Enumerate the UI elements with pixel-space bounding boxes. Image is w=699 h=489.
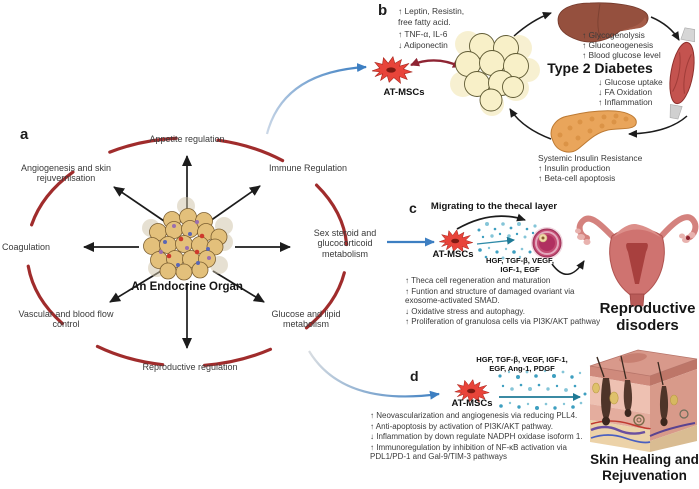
effect-line: ↑ Inflammation: [598, 96, 653, 107]
effect-item: ↑ Anti-apoptosis by activation of PI3K/A…: [370, 421, 553, 431]
b-muscle-effects: ↓ Glucose uptake ↓ FA Oxidation ↑ Inflam…: [598, 77, 663, 107]
factor-line: ↓ Adiponectin: [398, 40, 448, 51]
panel-c-label: c: [409, 200, 417, 216]
c-growth-factors: HGF, TGF-β, VEGF, IGF-1, EGF: [472, 256, 568, 275]
effect-line: ↑ Blood glucose level: [582, 49, 661, 60]
spoke-immune-regulation: Immune Regulation: [268, 163, 348, 173]
type-2-diabetes-title: Type 2 Diabetes: [547, 60, 653, 76]
effect-item: ↑ Neovascularization and angiogenesis vi…: [370, 411, 578, 420]
title-line: Skin Healing and: [590, 452, 699, 467]
title-line: Rejuvenation: [602, 467, 687, 483]
oocyte-icon: [531, 227, 563, 259]
d-growth-factors: HGF, TGF-β, VEGF, IGF-1, EGF, Ang-1, PDG…: [464, 355, 580, 374]
effect-item: ↓ Oxidative stress and autophagy.: [405, 306, 525, 316]
adipocyte-cluster-icon: [450, 31, 540, 116]
pancreas-icon: [550, 110, 637, 153]
effect-item: ↑ Immunoregulation by inhibition of NF-κ…: [370, 442, 567, 462]
factor-line: EGF, Ang-1, PDGF: [489, 364, 555, 374]
b-liver-effects: ↑ Glycogenolysis ↑ Gluconeogenesis ↑ Blo…: [582, 30, 661, 60]
spoke-sex-steroid-metabolism: Sex steroid and glucocorticoid metabolis…: [313, 228, 377, 259]
secretome-dots-d: [498, 369, 587, 410]
c-atmsc-label: AT-MSCs: [432, 249, 474, 260]
migrating-thecal-label: Migrating to the thecal layer: [430, 201, 558, 212]
effect-line: Systemic Insulin Resistance: [538, 153, 643, 163]
radiating-arrows: [83, 155, 291, 349]
d-atmsc-label: AT-MSCs: [451, 398, 493, 409]
endocrine-organ-title: An Endocrine Organ: [131, 281, 243, 293]
title-line: disoders: [616, 316, 679, 334]
effect-item: ↑ Proliferation of granulosa cells via P…: [405, 317, 601, 327]
effect-line: ↓ Glucose uptake: [598, 77, 663, 87]
secretome-dots-c: [476, 222, 543, 260]
effect-line: ↑ Insulin production: [538, 162, 611, 173]
spoke-appetite-regulation: Appetite regulation: [149, 134, 225, 144]
factor-line: HGF, TGF-β, VEGF, IGF-1,: [476, 355, 568, 364]
muscle-icon: [669, 27, 696, 120]
arrow-a-to-b: [265, 63, 367, 135]
effect-line: ↑ Glycogenolysis: [582, 30, 645, 40]
liver-icon: [557, 2, 649, 43]
skin-icon: [589, 349, 698, 452]
reproductive-disorders-title: Reproductive disoders: [596, 300, 699, 335]
factor-line: IGF-1, EGF: [500, 265, 540, 275]
b-secreted-factors: ↑ Leptin, Resistin, free fatty acid. ↑ T…: [398, 6, 464, 51]
at-msc-icon-b: [371, 56, 413, 84]
uterus-icon: [575, 214, 699, 307]
effect-item: ↑ Theca cell regeneration and maturation: [405, 276, 551, 285]
panel-d-label: d: [410, 368, 419, 384]
endocrine-cell-cluster-icon: [142, 197, 233, 281]
d-effects-list: ↑ Neovascularization and angiogenesis vi…: [370, 411, 584, 463]
t2d-cycle-arrows: [509, 12, 688, 140]
panel-a-label: a: [20, 126, 29, 143]
spoke-vascular-control: Vascular and blood flow control: [18, 309, 114, 330]
factor-line: free fatty acid.: [398, 17, 451, 28]
b-pancreas-effects: Systemic Insulin Resistance ↑ Insulin pr…: [538, 153, 643, 183]
title-line: Reproductive: [599, 300, 696, 317]
spoke-coagulation: Coagulation: [2, 242, 51, 252]
factor-line: ↑ TNF-α, IL-6: [398, 28, 448, 39]
panel-b-label: b: [378, 2, 388, 19]
b-atmsc-label: AT-MSCs: [383, 87, 425, 98]
arrow-oocyte-to-uterus: [551, 260, 585, 275]
arrow-migrating: [456, 213, 526, 230]
factor-line: HGF, TGF-β, VEGF,: [486, 256, 554, 265]
effect-item: ↑ Funtion and structure of damaged ovari…: [405, 286, 575, 306]
arrow-a-to-d: [308, 350, 440, 400]
spoke-angiogenesis-skin: Angiogenesis and skin rejuvernisation: [20, 163, 112, 184]
spoke-glucose-lipid-metabolism: Glucose and lipid metabolism: [271, 309, 341, 330]
spoke-reproductive-regulation: Reproductive regulation: [142, 362, 238, 372]
skin-healing-title: Skin Healing and Rejuvenation: [590, 452, 699, 483]
factor-line: ↑ Leptin, Resistin,: [398, 6, 465, 16]
effect-line: ↑ Beta-cell apoptosis: [538, 172, 616, 183]
effect-line: ↓ FA Oxidation: [598, 86, 652, 97]
arrow-msc-adipocyte: [410, 57, 462, 69]
c-effects-list: ↑ Theca cell regeneration and maturation…: [405, 276, 607, 328]
effect-item: ↓ Inflammation by down regulate NADPH ox…: [370, 432, 583, 442]
effect-line: ↑ Gluconeogenesis: [582, 39, 654, 50]
